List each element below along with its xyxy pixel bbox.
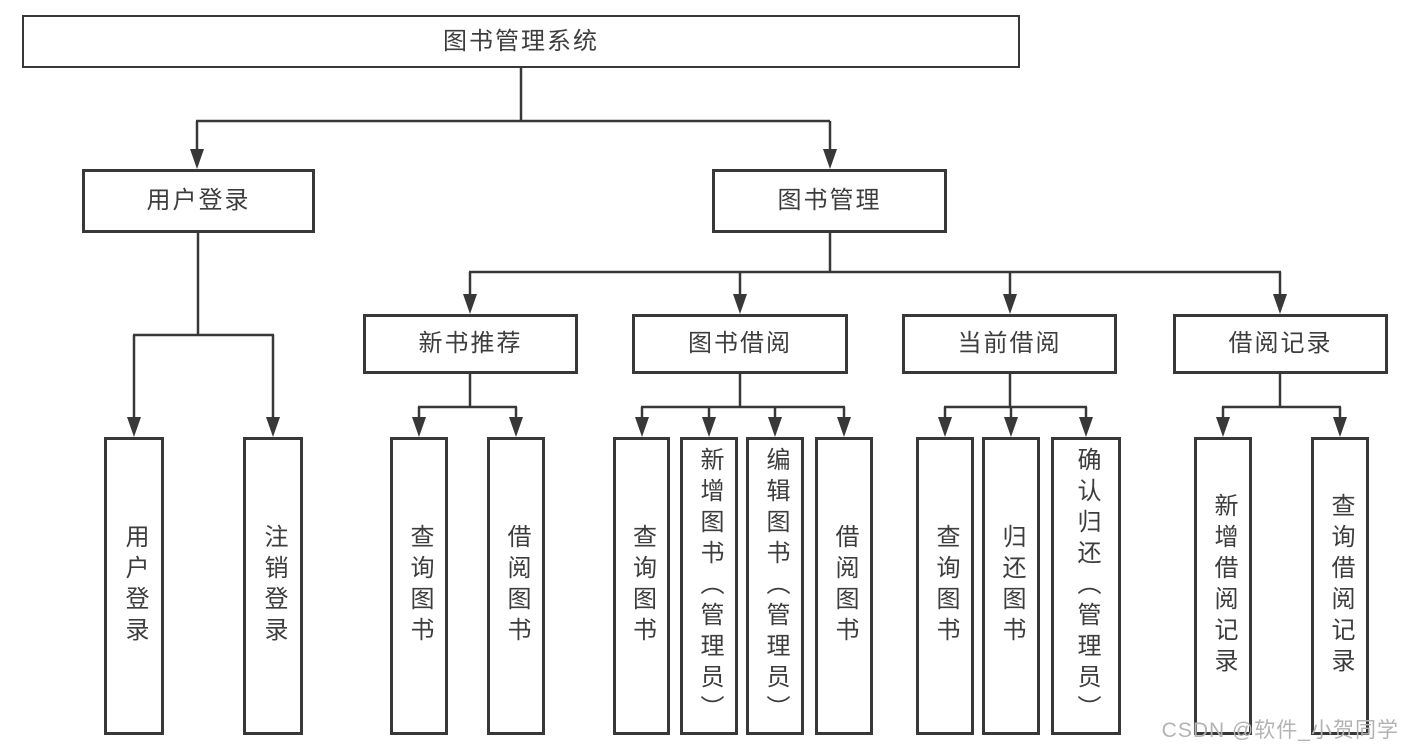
node-root: 图书管理系统 [22, 15, 1020, 68]
leaf-borrow-books-1-label: 借阅图书 [503, 524, 530, 648]
leaf-confirm-return-admin: 确认归还（管理员） [1051, 437, 1121, 735]
leaf-borrow-books-2-label: 借阅图书 [831, 524, 858, 648]
leaf-query-books-1: 查询图书 [390, 437, 448, 735]
leaf-confirm-return-admin-label: 确认归还（管理员） [1073, 446, 1100, 726]
node-new-book-recommend-label: 新书推荐 [418, 330, 523, 357]
leaf-logout-label: 注销登录 [260, 524, 287, 648]
leaf-query-books-1-label: 查询图书 [406, 524, 433, 648]
leaf-query-books-3: 查询图书 [916, 437, 974, 735]
leaf-user-login: 用户登录 [104, 437, 164, 735]
node-new-book-recommend: 新书推荐 [363, 314, 578, 374]
node-borrowing-records: 借阅记录 [1173, 314, 1388, 374]
node-book-borrowing-label: 图书借阅 [688, 330, 792, 357]
leaf-add-borrow-record-label: 新增借阅记录 [1210, 493, 1237, 679]
leaf-edit-books-admin-label: 编辑图书（管理员） [762, 446, 789, 726]
node-book-management-label: 图书管理 [777, 187, 882, 214]
node-borrowing-records-label: 借阅记录 [1228, 330, 1333, 357]
leaf-add-borrow-record: 新增借阅记录 [1194, 437, 1252, 735]
watermark: CSDN @软件_小贺同学 [1161, 719, 1399, 742]
leaf-query-books-3-label: 查询图书 [932, 524, 959, 648]
node-book-borrowing: 图书借阅 [632, 314, 848, 374]
node-user-login: 用户登录 [82, 169, 315, 233]
leaf-add-books-admin-label: 新增图书（管理员） [696, 446, 723, 726]
leaf-borrow-books-1: 借阅图书 [487, 437, 545, 735]
leaf-user-login-label: 用户登录 [121, 524, 148, 648]
leaf-query-books-2: 查询图书 [613, 437, 670, 735]
node-current-borrowing-label: 当前借阅 [957, 330, 1062, 357]
node-book-management: 图书管理 [712, 169, 947, 233]
leaf-borrow-books-2: 借阅图书 [815, 437, 873, 735]
leaf-logout: 注销登录 [243, 437, 303, 735]
leaf-return-books: 归还图书 [982, 437, 1040, 735]
node-user-login-label: 用户登录 [146, 187, 251, 214]
node-root-label: 图书管理系统 [443, 27, 599, 55]
leaf-query-borrow-record-label: 查询借阅记录 [1327, 493, 1354, 679]
leaf-query-borrow-record: 查询借阅记录 [1311, 437, 1369, 735]
leaf-edit-books-admin: 编辑图书（管理员） [746, 437, 804, 735]
leaf-return-books-label: 归还图书 [998, 524, 1025, 648]
leaf-query-books-2-label: 查询图书 [628, 524, 656, 648]
node-current-borrowing: 当前借阅 [902, 314, 1117, 374]
leaf-add-books-admin: 新增图书（管理员） [680, 437, 738, 735]
